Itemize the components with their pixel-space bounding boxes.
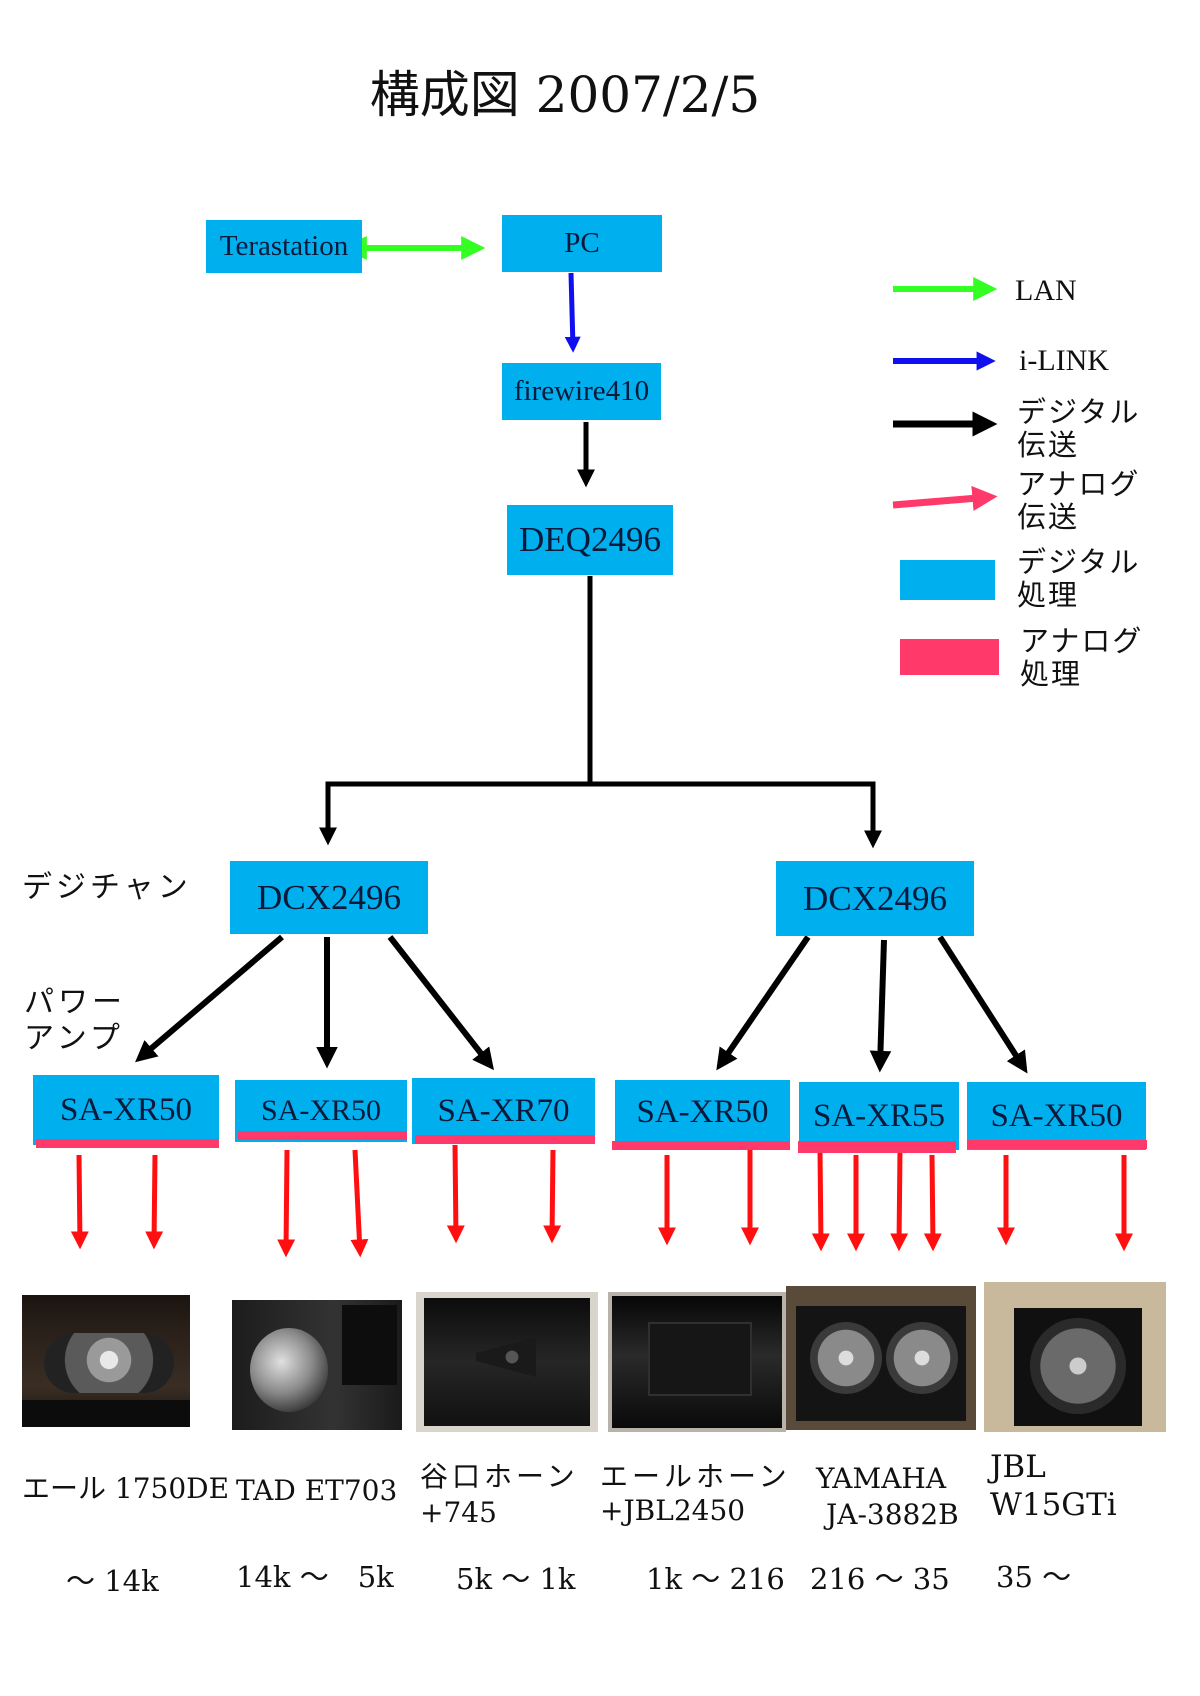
ilink-arrow bbox=[564, 272, 581, 353]
analog-arrow bbox=[543, 1149, 562, 1244]
digital-branch-right bbox=[590, 781, 882, 849]
legend-digital-process-label: デジタル処理 bbox=[1017, 545, 1141, 612]
analog-arrow bbox=[277, 1149, 296, 1258]
speaker-label-6-line2: W15GTi bbox=[990, 1487, 1117, 1523]
amp-4-analog-bar bbox=[612, 1141, 790, 1150]
digital-arrow-dcx2-amp4 bbox=[716, 935, 811, 1071]
power-amp-label-1: パワー bbox=[24, 985, 126, 1020]
analog-arrow bbox=[923, 1154, 942, 1252]
power-amp-label-2: アンプ bbox=[24, 1021, 124, 1056]
legend-analog-process-label: アナログ処理 bbox=[1020, 624, 1144, 691]
speaker-range-3: 5k ～ 1k bbox=[456, 1562, 576, 1596]
amp-3: SA-XR70 bbox=[412, 1078, 595, 1144]
speaker-label-5: YAMAHA bbox=[816, 1462, 947, 1495]
legend-lan-label: LAN bbox=[1015, 274, 1077, 307]
amp-6-analog-bar bbox=[967, 1140, 1147, 1149]
speaker-photo-taniguchi-horn bbox=[416, 1292, 598, 1432]
analog-arrow bbox=[350, 1149, 369, 1258]
speaker-range-4: 1k ～ 216 bbox=[646, 1562, 785, 1596]
legend-analog-process-swatch bbox=[900, 639, 999, 675]
speaker-photo-aile-horn bbox=[608, 1292, 786, 1432]
amp-3-analog-bar bbox=[415, 1135, 595, 1144]
speaker-range-2: 14k ～ 5k bbox=[236, 1560, 394, 1594]
speaker-label-1: エール 1750DE bbox=[22, 1472, 230, 1505]
legend-digital-transfer-label: デジタル伝送 bbox=[1017, 395, 1141, 462]
analog-arrows bbox=[70, 1144, 1133, 1258]
legend-analog-transfer-label: アナログ伝送 bbox=[1017, 467, 1141, 534]
analog-arrow bbox=[811, 1149, 830, 1252]
speaker-label-6: JBL bbox=[990, 1449, 1046, 1485]
amp-1-analog-bar bbox=[36, 1139, 219, 1148]
speaker-label-2: TAD ET703 bbox=[236, 1474, 398, 1507]
speaker-photo-tweeter-1750de bbox=[22, 1295, 190, 1427]
amp-5: SA-XR55 bbox=[799, 1082, 959, 1150]
amp-6: SA-XR50 bbox=[967, 1082, 1146, 1150]
amp-4: SA-XR50 bbox=[615, 1080, 790, 1145]
diagram-title: 構成図 2007/2/5 bbox=[369, 66, 761, 124]
analog-arrow bbox=[890, 1149, 909, 1252]
speaker-label-3-line2: +745 bbox=[420, 1496, 497, 1529]
amp-2-analog-bar bbox=[238, 1131, 407, 1140]
speaker-photo-tad-et703 bbox=[232, 1300, 402, 1430]
digital-arrow-dcx1-amp3 bbox=[387, 935, 494, 1071]
digital-arrow-dcx2-amp5 bbox=[869, 939, 892, 1073]
digital-arrow-dcx2-amp6 bbox=[937, 935, 1028, 1074]
legend-ilink-label: i-LINK bbox=[1019, 344, 1109, 377]
speaker-photo-yamaha-ja3882b bbox=[786, 1286, 976, 1430]
analog-arrow bbox=[446, 1144, 465, 1244]
speaker-range-5: 216 ～ 35 bbox=[810, 1562, 950, 1596]
speaker-label-4: エールホーン bbox=[600, 1460, 791, 1493]
speaker-range-6: 35 ～ bbox=[996, 1560, 1072, 1594]
terastation-node: Terastation bbox=[206, 220, 362, 273]
legend-analog-arrow bbox=[892, 485, 998, 512]
digital-arrow-dcx1-amp1 bbox=[135, 934, 284, 1063]
amp-1: SA-XR50 bbox=[33, 1075, 219, 1145]
amp-5-analog-bar bbox=[798, 1141, 956, 1153]
speaker-range-1: ～ 14k bbox=[66, 1564, 159, 1598]
digital-branch-left bbox=[319, 781, 590, 846]
dechan-label: デジチャン bbox=[22, 870, 192, 905]
firewire-node: firewire410 bbox=[502, 363, 661, 420]
deq-node: DEQ2496 bbox=[507, 505, 673, 575]
analog-arrow bbox=[145, 1154, 164, 1250]
speaker-label-3: 谷口ホーン bbox=[420, 1460, 579, 1493]
dcx-left-node: DCX2496 bbox=[230, 861, 428, 934]
speaker-label-5-line2: JA-3882B bbox=[826, 1498, 959, 1531]
speaker-photo-jbl-w15gti bbox=[984, 1282, 1166, 1432]
analog-arrow bbox=[70, 1154, 89, 1250]
pc-node: PC bbox=[502, 215, 662, 272]
legend-digital-process-swatch bbox=[900, 560, 995, 600]
dcx-right-node: DCX2496 bbox=[776, 861, 974, 936]
speaker-label-4-line2: +JBL2450 bbox=[600, 1494, 746, 1527]
